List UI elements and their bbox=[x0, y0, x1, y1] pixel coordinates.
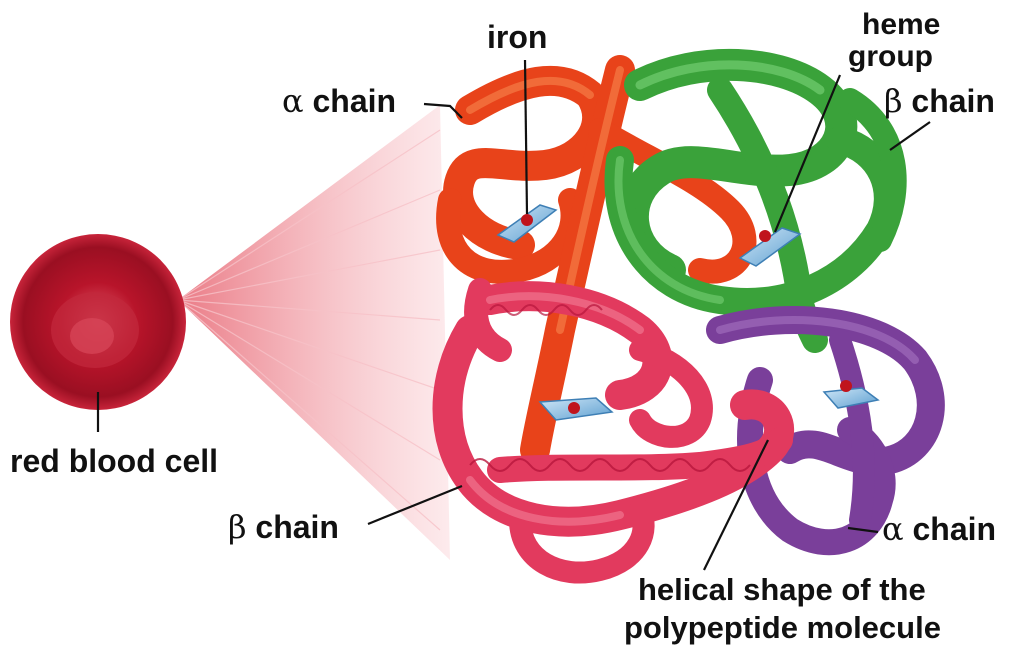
heme-group-alpha-top bbox=[496, 204, 558, 243]
alpha-bottom-symbol: α bbox=[882, 510, 904, 548]
beta-bottom-symbol: β bbox=[228, 508, 247, 546]
label-helical-line1: helical shape of the bbox=[638, 572, 926, 607]
heme-group-alpha-bottom bbox=[822, 380, 880, 409]
beta-chain-top bbox=[604, 48, 907, 353]
alpha-bottom-word: chain bbox=[904, 511, 996, 547]
leader-beta-bottom bbox=[367, 484, 463, 526]
label-red-blood-cell: red blood cell bbox=[10, 443, 218, 479]
label-alpha-chain-bottom: α chain bbox=[882, 510, 996, 548]
beta-bottom-word: chain bbox=[247, 509, 339, 545]
alpha-chain-bottom bbox=[706, 306, 945, 556]
alpha-top-symbol: α bbox=[282, 82, 304, 120]
zoom-fan-rays bbox=[177, 129, 441, 531]
label-heme-line1: heme bbox=[862, 8, 940, 41]
helix-detail bbox=[469, 458, 751, 472]
alpha-top-word: chain bbox=[304, 83, 396, 119]
label-helical-line2: polypeptide molecule bbox=[624, 610, 941, 645]
leader-heme bbox=[773, 74, 842, 233]
label-alpha-chain-top: α chain bbox=[282, 82, 396, 120]
beta-top-word: chain bbox=[903, 83, 995, 119]
red-blood-cell-icon bbox=[10, 234, 186, 410]
leader-alpha-top bbox=[423, 102, 463, 119]
zoom-fan bbox=[178, 105, 450, 560]
leader-beta-top bbox=[889, 121, 931, 151]
leader-iron bbox=[523, 59, 529, 215]
label-heme-line2: group bbox=[848, 40, 933, 73]
label-beta-chain-top: β chain bbox=[884, 82, 995, 120]
leader-helical bbox=[703, 439, 769, 571]
heme-group-beta-bottom bbox=[538, 397, 614, 421]
beta-top-symbol: β bbox=[884, 82, 903, 120]
beta-chain-bottom bbox=[432, 278, 795, 584]
helix-detail-upper bbox=[489, 304, 603, 316]
leader-alpha-bottom bbox=[847, 526, 879, 534]
heme-group-beta-top bbox=[738, 227, 802, 267]
label-beta-chain-bottom: β chain bbox=[228, 508, 339, 546]
label-iron: iron bbox=[487, 19, 547, 55]
